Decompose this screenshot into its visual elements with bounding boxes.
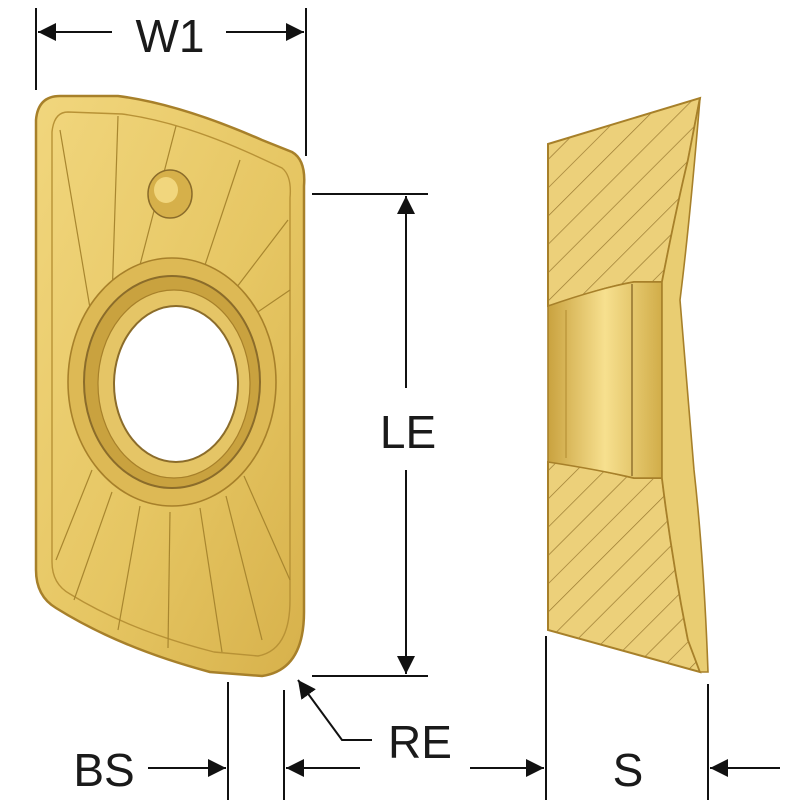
dimension-re: RE: [297, 679, 452, 768]
insert-section-view: [547, 96, 709, 674]
insert-inner-face: [51, 111, 292, 657]
dimension-w1: W1: [35, 8, 307, 156]
bs-label: BS: [73, 744, 134, 796]
insert-front-view: [34, 94, 306, 678]
dimension-s: S: [470, 636, 780, 800]
re-label: RE: [388, 716, 452, 768]
dimension-le: LE: [312, 193, 436, 677]
w1-label: W1: [136, 10, 205, 62]
dimension-bs: BS: [73, 682, 360, 800]
le-label: LE: [380, 406, 436, 458]
s-label: S: [613, 744, 644, 796]
locating-dimple-highlight: [154, 177, 178, 203]
radial-facet-lines: [55, 115, 291, 653]
re-leader-line: [297, 679, 372, 741]
section-bore: [547, 281, 663, 479]
screw-hole: [113, 305, 239, 463]
clearance-face: [661, 97, 709, 673]
